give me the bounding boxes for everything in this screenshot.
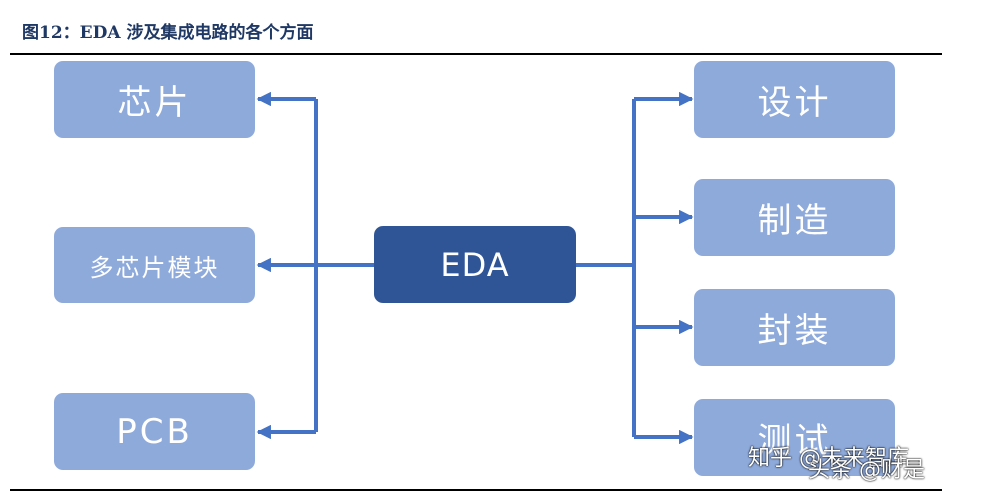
design-box: 设计 bbox=[694, 61, 895, 138]
bottom-rule bbox=[10, 489, 942, 491]
figure-title: 图12：EDA 涉及集成电路的各个方面 bbox=[22, 23, 314, 43]
test-label: 测试 bbox=[757, 421, 832, 461]
manufacture-box: 制造 bbox=[694, 179, 895, 256]
toutiao-watermark: 头条 @财是 bbox=[808, 458, 925, 483]
pcb-box: PCB bbox=[54, 393, 255, 470]
multi-chip-module-box: 多芯片模块 bbox=[54, 227, 255, 303]
pcb-label: PCB bbox=[116, 411, 193, 452]
multi-chip-module-label: 多芯片模块 bbox=[89, 253, 220, 282]
design-label: 设计 bbox=[757, 83, 832, 123]
zhihu-watermark: 知乎 @未来智库 bbox=[748, 446, 909, 471]
eda-label: EDA bbox=[440, 245, 510, 284]
top-rule bbox=[10, 53, 942, 55]
chip-label: 芯片 bbox=[117, 83, 192, 123]
manufacture-label: 制造 bbox=[757, 201, 832, 241]
test-box: 测试 bbox=[694, 399, 895, 476]
eda-box: EDA bbox=[374, 226, 576, 303]
package-label: 封装 bbox=[757, 311, 832, 351]
chip-box: 芯片 bbox=[54, 61, 255, 138]
package-box: 封装 bbox=[694, 289, 895, 366]
